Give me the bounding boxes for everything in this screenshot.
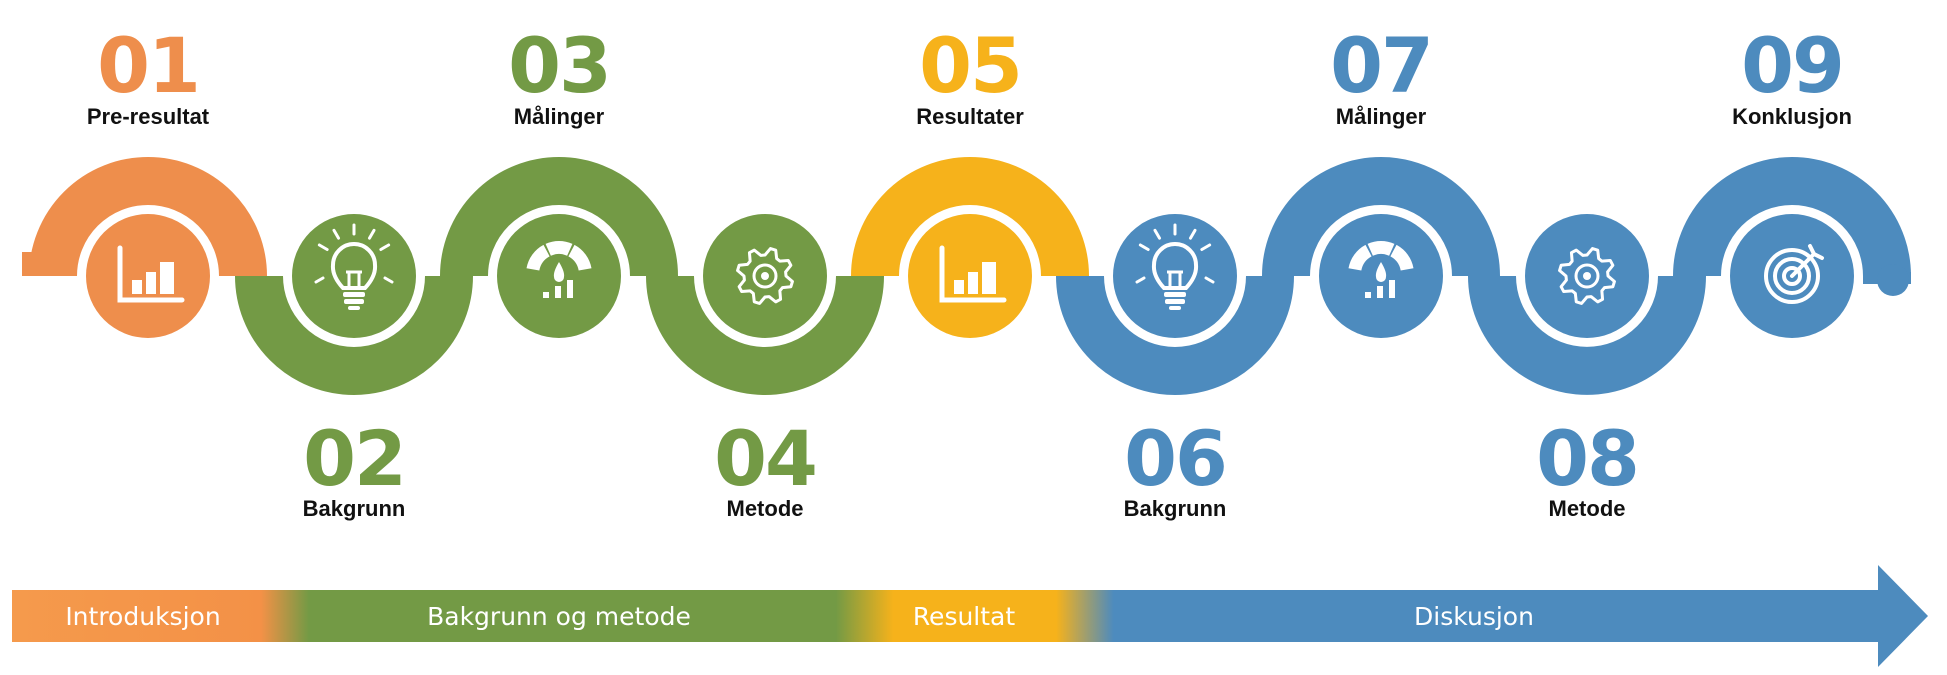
step-label: Målinger	[514, 104, 605, 129]
wave-segment	[440, 157, 678, 277]
step-number: 05	[919, 21, 1021, 110]
step-label: Pre-resultat	[87, 104, 210, 129]
wave-segment	[646, 275, 884, 395]
step-number: 01	[97, 21, 199, 110]
step-label: Bakgrunn	[303, 496, 406, 521]
step-number: 02	[303, 414, 405, 503]
step-number: 04	[714, 414, 816, 503]
bar-chart-icon	[939, 245, 1007, 303]
wave-end-knob	[1877, 264, 1909, 296]
phase-label: Introduksjon	[65, 602, 220, 631]
phase-label: Bakgrunn og metode	[427, 602, 691, 631]
lightbulb-icon	[1135, 223, 1215, 310]
phase-bar	[12, 565, 1928, 667]
wave-start	[22, 252, 67, 276]
step-circle	[1113, 214, 1237, 338]
wave-segment	[1468, 275, 1706, 395]
step-number: 08	[1536, 414, 1638, 503]
step-label: Resultater	[916, 104, 1024, 129]
gear-icon	[1558, 247, 1616, 305]
wave-segment	[851, 157, 1089, 277]
phase-label: Resultat	[913, 602, 1016, 631]
step-label: Metode	[1549, 496, 1626, 521]
step-label: Metode	[727, 496, 804, 521]
step-label: Bakgrunn	[1124, 496, 1227, 521]
wave-segment	[29, 157, 267, 277]
step-number: 03	[508, 21, 610, 110]
gear-icon	[736, 247, 794, 305]
wave-segment	[1262, 157, 1500, 277]
target-icon	[1764, 244, 1824, 304]
phase-label: Diskusjon	[1414, 602, 1534, 631]
step-number: 06	[1124, 414, 1226, 503]
gauge-icon	[526, 240, 592, 298]
wave-segment	[235, 275, 473, 395]
step-label: Målinger	[1336, 104, 1427, 129]
phase-arrow	[12, 565, 1928, 667]
step-number: 09	[1741, 21, 1843, 110]
step-number: 07	[1330, 21, 1432, 110]
wave-segment	[1056, 275, 1294, 395]
lightbulb-icon	[314, 223, 394, 310]
gauge-icon	[1348, 240, 1414, 298]
wave-segment	[1673, 157, 1911, 277]
step-circle	[292, 214, 416, 338]
bar-chart-icon	[117, 245, 185, 303]
step-label: Konklusjon	[1732, 104, 1852, 129]
wave-path	[22, 157, 1911, 395]
